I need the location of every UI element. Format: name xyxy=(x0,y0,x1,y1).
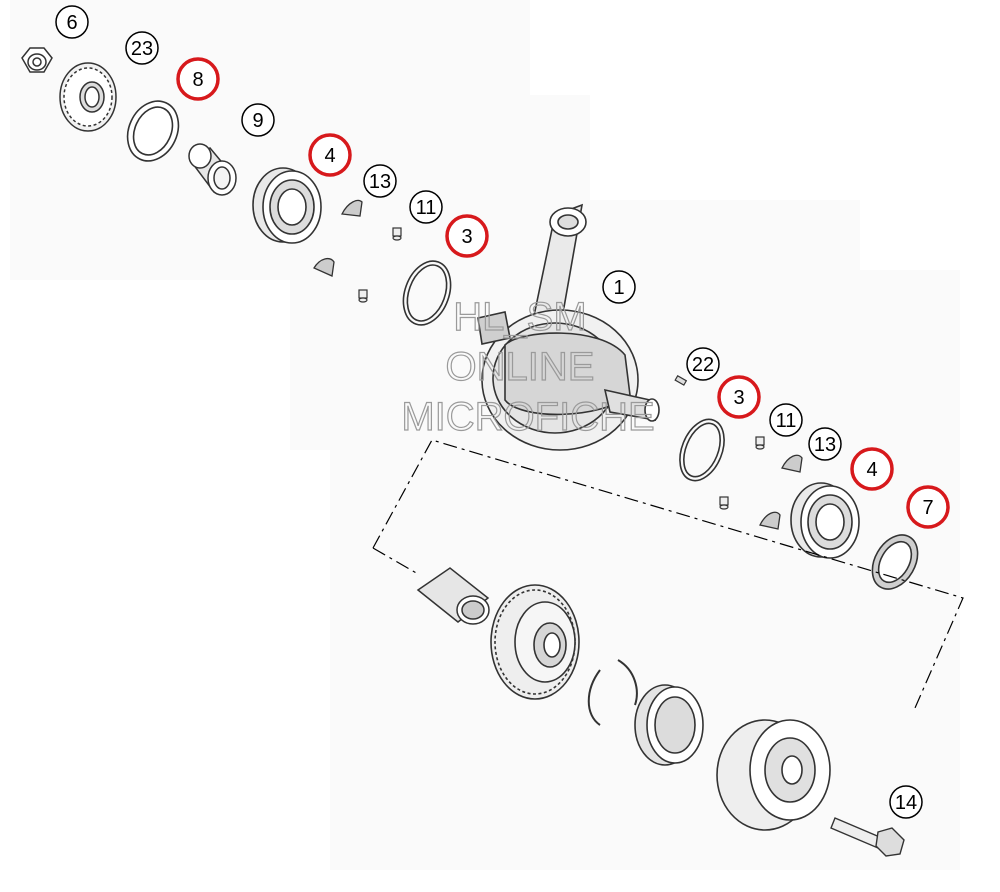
watermark: HL_SM ONLINE MICROFICHE xyxy=(401,294,656,439)
callout-11-lower-label: 11 xyxy=(776,410,797,432)
callout-22[interactable]: 22 xyxy=(686,347,720,381)
oring-part-upper xyxy=(402,260,452,326)
needle-bearing-part xyxy=(416,567,490,625)
callout-4-lower-label: 4 xyxy=(866,459,877,481)
callout-7-label: 7 xyxy=(922,497,933,519)
callout-13-lower[interactable]: 13 xyxy=(808,427,842,461)
callout-3-upper-label: 3 xyxy=(461,226,472,248)
callout-8[interactable]: 8 xyxy=(176,57,220,101)
gear-part xyxy=(59,62,117,132)
starter-gear-part xyxy=(490,584,580,700)
bushing-part xyxy=(188,143,237,196)
callout-9-label: 9 xyxy=(252,110,263,132)
seal-part-7 xyxy=(871,534,919,590)
bolt-part xyxy=(830,817,905,857)
watermark-line-1: HL_SM xyxy=(453,295,586,339)
callout-13-upper[interactable]: 13 xyxy=(363,164,397,198)
bearing-part-upper xyxy=(252,167,322,244)
segment-part-lower xyxy=(759,454,803,530)
callout-4-upper[interactable]: 4 xyxy=(308,133,352,177)
bearing-part-lower xyxy=(790,482,860,559)
segment-part-upper xyxy=(313,199,363,277)
callout-23-label: 23 xyxy=(131,38,153,60)
starter-housing-part xyxy=(716,719,831,831)
ring-part-8 xyxy=(126,100,180,162)
crankshaft-part xyxy=(477,203,660,451)
callout-8-label: 8 xyxy=(192,69,203,91)
callout-7[interactable]: 7 xyxy=(906,485,950,529)
callout-1[interactable]: 1 xyxy=(602,270,636,304)
callout-14[interactable]: 14 xyxy=(889,785,923,819)
callout-11-lower[interactable]: 11 xyxy=(769,403,803,437)
watermark-line-3: MICROFICHE xyxy=(401,395,654,439)
callout-4-lower[interactable]: 4 xyxy=(850,447,894,491)
callout-14-label: 14 xyxy=(895,792,917,814)
callout-11-upper-label: 11 xyxy=(416,197,437,219)
watermark-line-2: ONLINE xyxy=(446,345,595,389)
callout-11-upper[interactable]: 11 xyxy=(409,190,443,224)
screw-part-lower xyxy=(719,436,765,510)
callout-6-label: 6 xyxy=(66,12,77,34)
callout-13-upper-label: 13 xyxy=(369,171,391,193)
screw-part-upper xyxy=(358,227,402,303)
circlip-part xyxy=(587,659,638,726)
callout-13-lower-label: 13 xyxy=(814,434,836,456)
callout-22-label: 22 xyxy=(692,354,714,376)
callout-9[interactable]: 9 xyxy=(241,103,275,137)
pin-part xyxy=(674,374,688,386)
assembly-outline xyxy=(372,439,964,709)
callouts: 6 23 8 9 4 13 11 3 1 22 3 11 13 4 7 14 xyxy=(55,5,950,819)
callout-1-label: 1 xyxy=(613,277,624,299)
callout-3-lower-label: 3 xyxy=(733,387,744,409)
callout-6[interactable]: 6 xyxy=(55,5,89,39)
callout-3-lower[interactable]: 3 xyxy=(717,375,761,419)
nut-part xyxy=(21,47,53,73)
callout-23[interactable]: 23 xyxy=(125,31,159,65)
callout-3-upper[interactable]: 3 xyxy=(445,214,489,258)
freewheel-ring-part xyxy=(634,684,704,766)
oring-part-lower xyxy=(679,418,725,482)
callout-4-upper-label: 4 xyxy=(324,145,335,167)
